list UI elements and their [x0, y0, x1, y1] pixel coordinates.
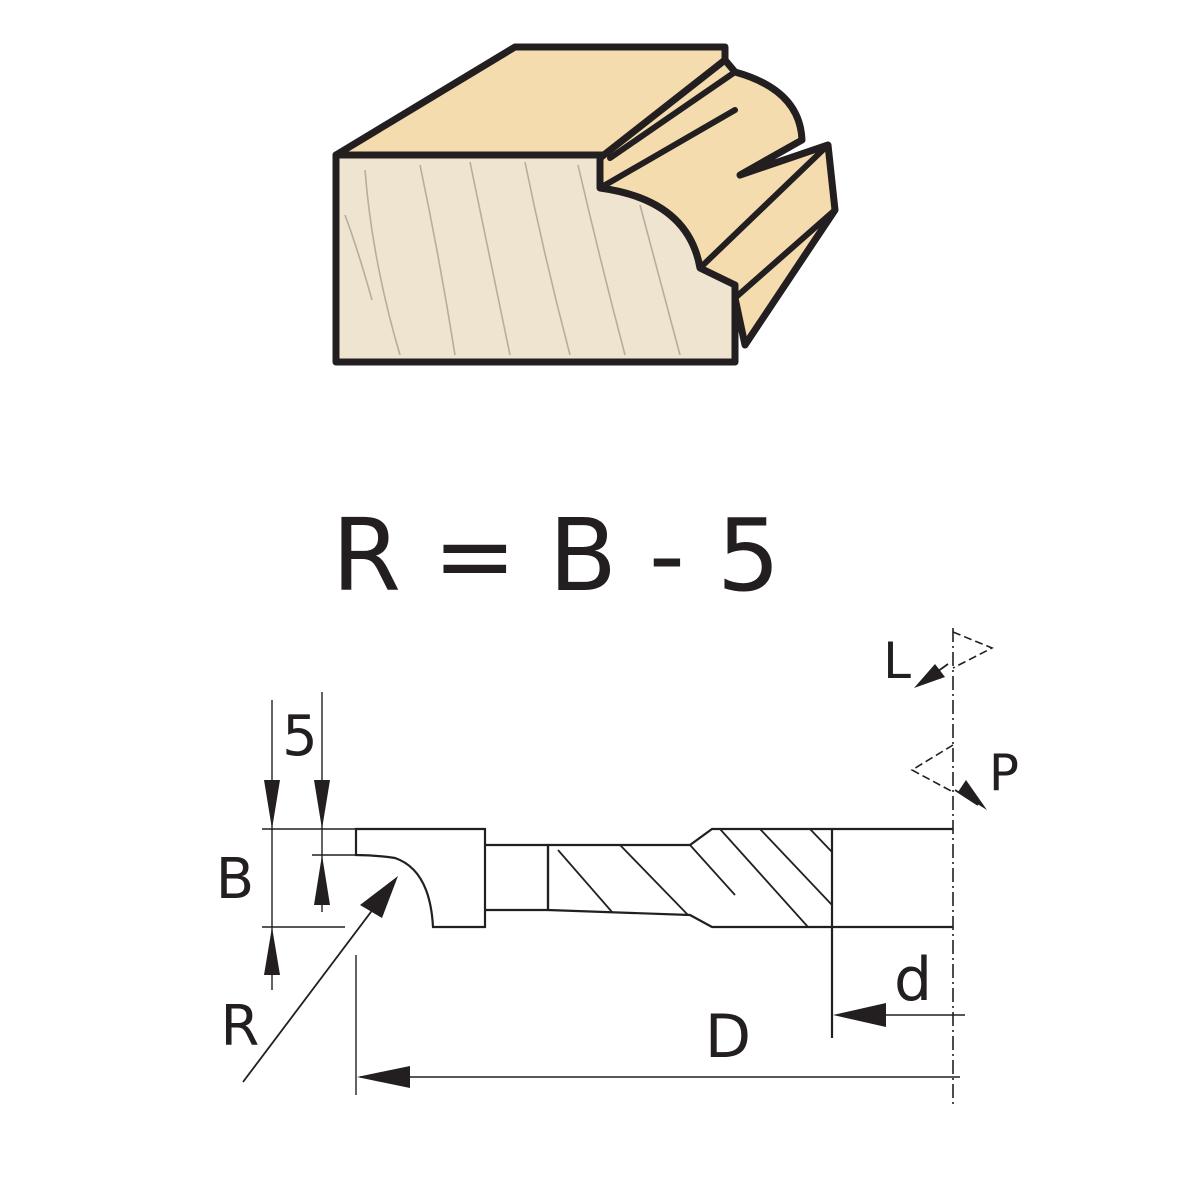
wood-grain-lines: [344, 161, 681, 356]
label-R: R: [221, 994, 260, 1059]
radius-leader-line: [242, 879, 396, 1083]
cutter-drawing: [242, 628, 994, 1105]
label-B: B: [216, 847, 254, 912]
L-indicator-dashed: [952, 631, 994, 669]
wood-end-face: [332, 151, 739, 366]
label-P: P: [989, 744, 1019, 802]
cutter-hub-outline: [546, 827, 953, 929]
label-D: D: [705, 1002, 751, 1072]
wood-profile-illustration: [332, 43, 839, 366]
label-d: d: [894, 945, 932, 1015]
dimension-arrowheads: [264, 664, 987, 1088]
P-indicator-dashed: [910, 744, 954, 793]
cutter-body-outline: [354, 827, 487, 929]
formula-text: R = B - 5: [332, 497, 781, 614]
section-hatching: [557, 828, 833, 928]
label-L: L: [883, 632, 911, 690]
label-five: 5: [282, 704, 318, 769]
cutter-shaft-outline: [485, 843, 550, 912]
